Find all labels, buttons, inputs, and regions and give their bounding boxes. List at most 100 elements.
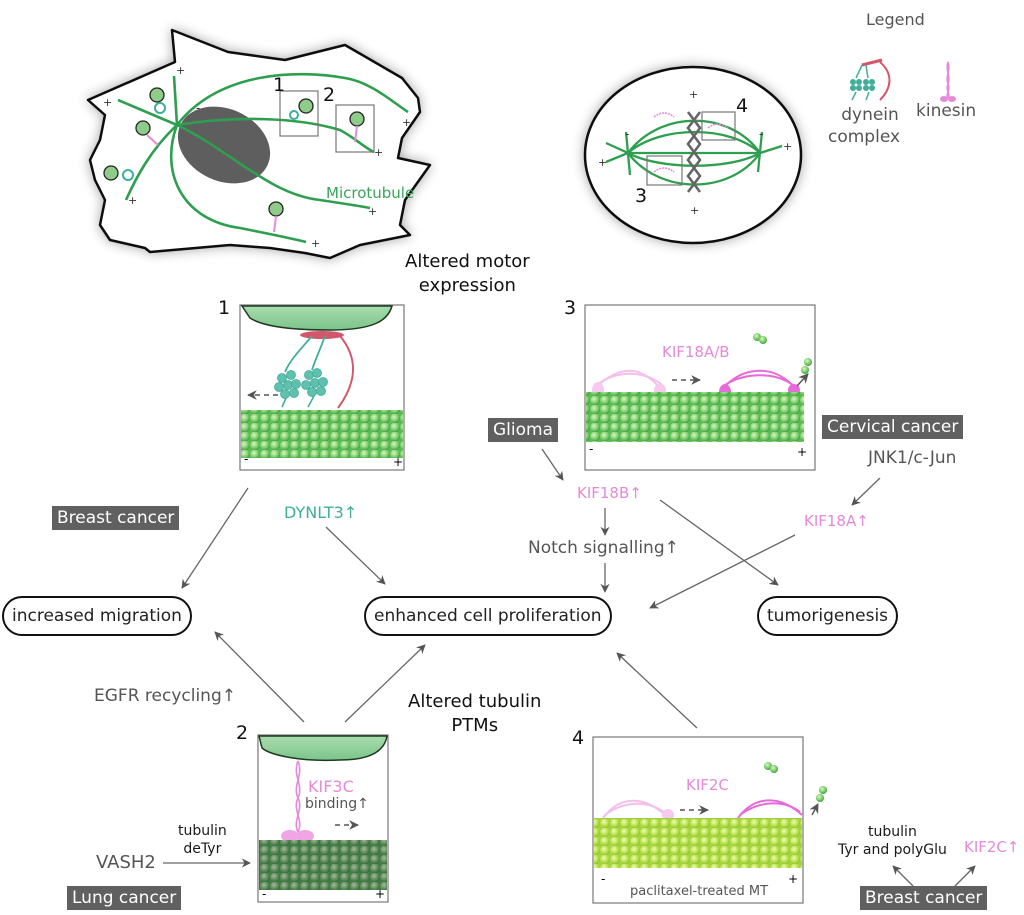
panel-1-number: 1 <box>218 297 231 319</box>
microtubule-lattice <box>586 392 804 442</box>
badge-breast-cancer-top: Breast cancer <box>52 506 180 530</box>
arrow-panel2-to-proliferation <box>344 644 426 723</box>
panel-2-motor-label: KIF3C <box>308 777 354 796</box>
zoom-box-3 <box>646 155 683 186</box>
panel-2-number: 2 <box>236 722 249 744</box>
legend-item-dynein: dynein complex <box>828 104 900 148</box>
plus-end-label: + <box>374 146 383 159</box>
plus-end-label: + <box>402 116 411 129</box>
mitotic-cell: + + + + - - <box>583 65 803 245</box>
badge-breast-cancer-bottom: Breast cancer <box>860 886 988 910</box>
plus-end-label: + <box>103 96 112 109</box>
heading-ptm-line2: PTMs <box>451 715 499 736</box>
outcome-tumorigenesis: tumorigenesis <box>757 596 899 636</box>
panel-2-plus: + <box>375 887 386 901</box>
panel-3-minus: - <box>589 442 594 456</box>
dynein-complex-icon <box>850 58 891 101</box>
arrow-kif18a-to-proliferation <box>649 534 796 609</box>
arrow-panel4-to-proliferation <box>616 652 698 729</box>
badge-glioma: Glioma <box>488 418 558 442</box>
interphase-cell: + + + - + + + + <box>86 28 432 260</box>
panel-4-minus: - <box>601 872 606 886</box>
outcome-enhanced-cell-proliferation: enhanced cell proliferation <box>364 596 612 636</box>
arrow-kif18b-to-tumorigenesis <box>659 499 779 586</box>
factor-tubulin-detyr: tubulin deTyr <box>178 822 227 858</box>
svg-text:+: + <box>598 156 607 169</box>
tyr-line2: Tyr and polyGlu <box>838 842 947 858</box>
arrow-glioma-to-kif18b <box>541 448 564 481</box>
panel-4-plus: + <box>788 872 799 886</box>
microtubule-label: Microtubule <box>326 184 415 202</box>
panel-4-caption: paclitaxel-treated MT <box>630 884 769 899</box>
svg-text:-: - <box>625 127 629 141</box>
panel-3-motor-label: KIF18A/B <box>662 343 730 361</box>
zoom-box-1 <box>279 90 319 137</box>
panel-3 <box>584 304 816 471</box>
detyr-line1: tubulin <box>178 823 227 839</box>
factor-kif18a: KIF18A↑ <box>804 512 869 530</box>
arrow-jnk-to-kif18a <box>851 477 881 506</box>
cargo-vesicle <box>258 735 388 762</box>
plus-end-label: + <box>128 194 137 207</box>
minus-end-label: - <box>196 101 200 115</box>
plus-end-label: + <box>311 237 320 250</box>
legend-title: Legend <box>866 10 925 29</box>
panel-1-plus: + <box>393 455 404 469</box>
spindle-box-3-label: 3 <box>635 185 648 207</box>
factor-dynlt3: DYNLT3↑ <box>284 503 358 522</box>
plus-end-label: + <box>368 205 377 218</box>
factor-tubulin-tyr-polyglu: tubulin Tyr and polyGlu <box>838 823 947 859</box>
cell-box-1-label: 1 <box>273 74 286 96</box>
panel-3-frame <box>584 304 816 471</box>
cell-microtubules <box>117 72 409 244</box>
badge-lung-cancer: Lung cancer <box>67 886 182 910</box>
factor-kif2c: KIF2C↑ <box>964 838 1020 856</box>
microtubule-lattice <box>241 410 403 458</box>
arrow-breast-to-kif2c <box>954 865 976 887</box>
cell-box-2-label: 2 <box>323 84 336 106</box>
plus-end-label: + <box>176 64 185 77</box>
spindle-box-4-label: 4 <box>736 95 749 117</box>
arrow-panel2-to-migration <box>214 631 305 723</box>
outcome-increased-migration: increased migration <box>2 596 192 636</box>
panel-2-binding-note: binding↑ <box>305 796 369 812</box>
detyr-line2: deTyr <box>183 841 222 857</box>
legend-item-kinesin: kinesin <box>916 101 977 121</box>
arrow-breast-to-tyr <box>892 865 914 887</box>
heading-motor-line2: expression <box>418 275 516 296</box>
cargo-vesicle <box>240 305 393 331</box>
panel-3-plus: + <box>797 445 808 459</box>
zoom-box-2 <box>335 104 375 153</box>
nucleus <box>177 106 271 184</box>
panel-4-motor-label: KIF2C <box>686 776 729 794</box>
legend-dynein-label: dynein <box>841 105 899 125</box>
heading-altered-motor-expression: Altered motor expression <box>405 250 530 298</box>
factor-notch-signalling: Notch signalling↑ <box>528 538 679 558</box>
panel-2 <box>257 734 389 903</box>
svg-text:+: + <box>689 88 698 101</box>
kinesin-icon <box>940 61 956 102</box>
arrow-panel1-to-migration <box>181 487 249 589</box>
factor-vash2: VASH2 <box>96 852 156 873</box>
microtubule-lattice-paclitaxel <box>594 818 802 868</box>
factor-egfr-recycling: EGFR recycling↑ <box>94 686 236 706</box>
factor-jnk1-cjun: JNK1/c-Jun <box>868 448 957 468</box>
arrow-dynlt3-to-proliferation <box>325 526 386 585</box>
svg-text:-: - <box>759 127 763 141</box>
microtubule-lattice-detyrosinated <box>259 840 387 890</box>
legend-complex-label: complex <box>828 127 901 147</box>
panel-1 <box>239 304 405 471</box>
badge-cervical-cancer: Cervical cancer <box>822 415 964 439</box>
tyr-line1: tubulin <box>868 824 917 840</box>
panel-2-minus: - <box>262 887 267 901</box>
factor-kif18b: KIF18B↑ <box>577 484 642 502</box>
panel-4-number: 4 <box>572 727 585 749</box>
heading-ptm-line1: Altered tubulin <box>408 691 542 712</box>
svg-text:+: + <box>690 204 699 217</box>
zoom-box-4 <box>701 111 736 141</box>
dynein-motor-domains <box>274 368 328 399</box>
cell-cargo-motors <box>103 87 365 233</box>
heading-motor-line1: Altered motor <box>405 251 530 272</box>
svg-text:+: + <box>783 140 792 153</box>
